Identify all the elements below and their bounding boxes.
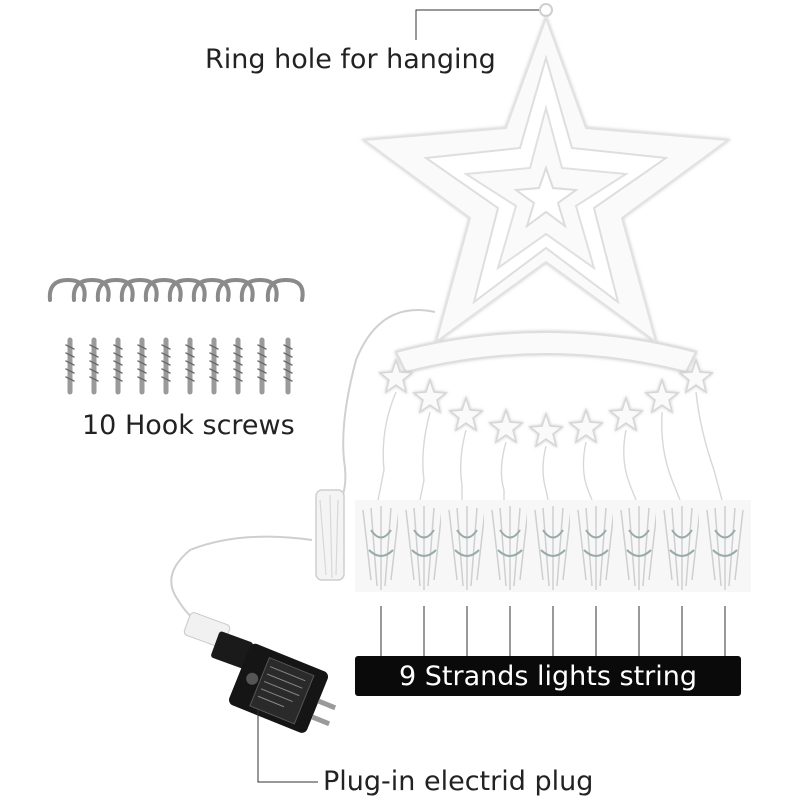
plug-label: Plug-in electrid plug: [323, 766, 594, 797]
star-base-arc: [394, 331, 698, 374]
hook-screws: [47, 277, 305, 395]
hook-screw: [119, 277, 159, 395]
small-star: [513, 164, 579, 229]
hook-screw: [191, 277, 231, 395]
hook-screw: [47, 277, 87, 395]
power-cable: [170, 309, 436, 631]
hook-screw: [239, 277, 279, 395]
ring-hole: [539, 3, 553, 17]
hook-screw: [167, 277, 207, 395]
hook-screws-label: 10 Hook screws: [82, 410, 295, 441]
star-frame: [361, 15, 731, 374]
hook-screw: [143, 277, 183, 395]
power-adapter: [183, 612, 337, 733]
strand-bundle: [699, 500, 751, 592]
strand-leader-lines: [380, 606, 726, 656]
strand-wires: [377, 391, 723, 501]
ring-hole-label: Ring hole for hanging: [205, 44, 496, 75]
plug-leader-line: [257, 710, 318, 783]
hook-screw: [215, 277, 255, 395]
strands-banner: 9 Strands lights string: [355, 656, 741, 696]
hook-screw: [265, 277, 305, 395]
strand-bundles: [355, 500, 751, 592]
hanging-stars: [378, 357, 714, 448]
ring-hole-leader-line: [415, 9, 540, 40]
hook-screw: [71, 277, 111, 395]
hook-screw: [95, 277, 135, 395]
